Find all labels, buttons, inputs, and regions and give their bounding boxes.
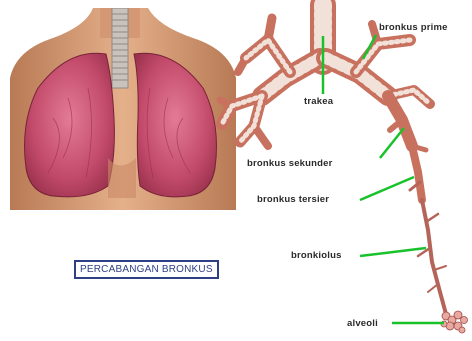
label-bronkiolus: bronkiolus (291, 250, 342, 261)
label-bronkus-prime: bronkus prime (379, 22, 448, 33)
callout-line-bronkiolus (360, 248, 426, 256)
label-trakea: trakea (304, 96, 333, 107)
callout-line-bronkus-sekunder (380, 128, 404, 158)
callout-line-bronkus-tersier (360, 177, 414, 200)
label-bronkus-tersier: bronkus tersier (257, 194, 329, 205)
diagram-caption: PERCABANGAN BRONKUS (74, 260, 219, 279)
alveoli-cluster (441, 311, 468, 333)
label-alveoli: alveoli (347, 318, 378, 329)
tertiary-bronchus (412, 146, 422, 200)
label-bronkus-sekunder: bronkus sekunder (247, 158, 333, 169)
